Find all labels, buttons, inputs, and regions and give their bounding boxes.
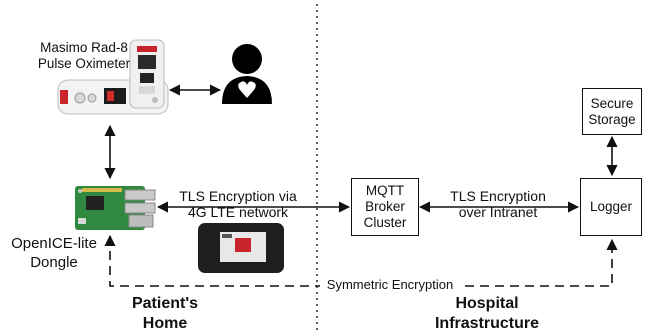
symmetric-encryption-label: Symmetric Encryption bbox=[320, 277, 460, 293]
dongle-label-line1: OpenICE-lite bbox=[11, 235, 97, 252]
tls-intranet-label: TLS Encryption over Intranet bbox=[432, 188, 564, 220]
device-label-line1: Masimo Rad-8 bbox=[40, 40, 128, 55]
section-hospital-line1: Hospital bbox=[455, 295, 519, 312]
section-hospital-line2: Infrastructure bbox=[434, 315, 540, 332]
tls-lte-label: TLS Encryption via 4G LTE network bbox=[168, 188, 308, 220]
logger-label: Logger bbox=[589, 199, 633, 214]
dongle-label: OpenICE-lite Dongle bbox=[4, 234, 104, 272]
tls-lte-line2: 4G LTE network bbox=[187, 204, 289, 220]
section-hospital: Hospital Infrastructure bbox=[412, 294, 562, 334]
section-home: Patient's Home bbox=[100, 294, 230, 334]
mqtt-line1: MQTT bbox=[365, 183, 405, 198]
mqtt-broker-box: MQTT Broker Cluster bbox=[351, 178, 419, 236]
pulse-oximeter-image bbox=[57, 39, 169, 115]
storage-line1: Secure bbox=[590, 95, 634, 111]
mqtt-line3: Cluster bbox=[363, 215, 407, 230]
patient-icon bbox=[222, 44, 272, 104]
dongle-label-line2: Dongle bbox=[30, 254, 78, 271]
section-home-line2: Home bbox=[142, 315, 188, 332]
logger-box: Logger bbox=[580, 178, 642, 236]
lte-hotspot-image bbox=[198, 223, 284, 273]
mqtt-line2: Broker bbox=[365, 199, 405, 214]
tls-intranet-line1: TLS Encryption bbox=[450, 188, 546, 204]
device-label: Masimo Rad-8 Pulse Oximeter bbox=[20, 40, 148, 72]
secure-storage-box: Secure Storage bbox=[582, 88, 642, 135]
section-home-line1: Patient's bbox=[131, 295, 199, 312]
symmetric-label-text: Symmetric Encryption bbox=[326, 277, 454, 292]
tls-lte-line1: TLS Encryption via bbox=[179, 188, 297, 204]
storage-line2: Storage bbox=[588, 111, 636, 127]
tls-intranet-line2: over Intranet bbox=[458, 204, 538, 220]
device-label-line2: Pulse Oximeter bbox=[37, 56, 131, 71]
raspberry-pi-image bbox=[75, 186, 156, 230]
